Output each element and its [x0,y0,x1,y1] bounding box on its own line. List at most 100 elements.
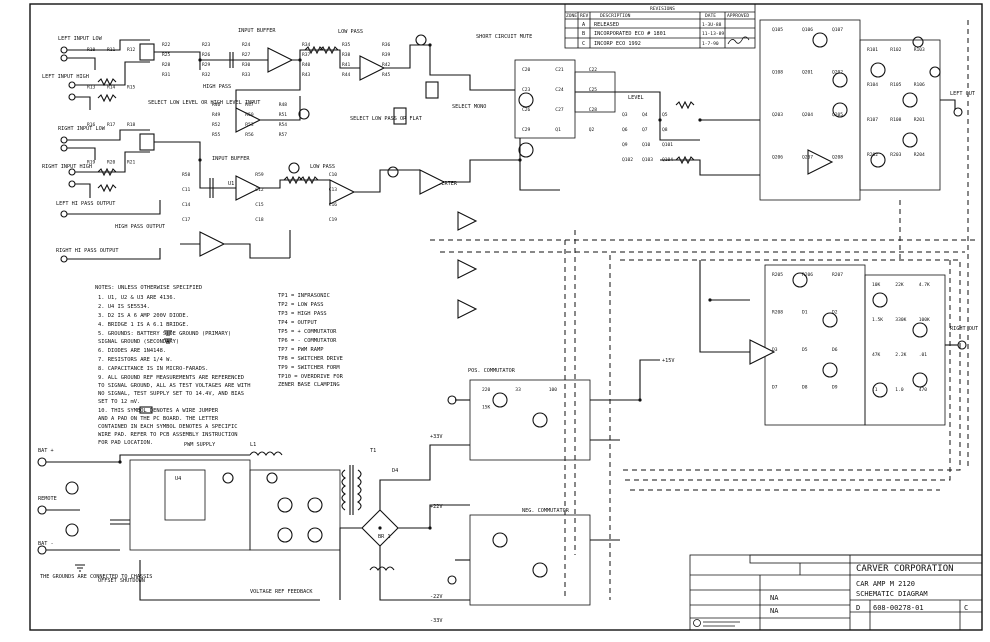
jack-left-low-2 [60,54,68,62]
tp-legend-10: TP10 = OVERDRIVE FOR [278,374,344,380]
tp-legend-4: TP4 = OUTPUT [278,320,318,326]
component-designator: D1 [802,310,808,316]
opamp-buffer-top [267,47,294,73]
component-designator: R205 [772,272,783,278]
component-designator: C26 [522,107,531,113]
label-right-hi-pass-out: RIGHT HI PASS OUTPUT [56,248,118,254]
company-name: CARVER CORPORATION [856,564,954,574]
component-designator: R56 [245,132,254,138]
label-bat-plus: BAT + [38,448,54,454]
component-designator: R37 [302,52,311,58]
test-point-tp3 [298,108,310,120]
rev-c-date: 1-7-90 [702,41,719,47]
opamp-spare-1 [457,211,478,231]
neg-commutator-section: NEG. COMMUTATOR +22V -22V +33V -33V [430,434,620,624]
opamp-spare-2 [457,259,478,279]
drawing-size: D [856,604,860,612]
component-designator: R23 [202,42,211,48]
label-select-low-pass: SELECT LOW PASS OR FLAT [350,116,422,122]
label-plus15v: +15V [662,358,675,364]
test-point-tp10 [266,472,278,484]
component-designator: R47 [245,102,254,108]
component-designator: Q103 [642,157,653,163]
left-out-terminal [953,107,963,117]
component-designator: D5 [802,347,808,353]
jack-left-high-2 [68,93,76,101]
note-4: 4. BRIDGE 1 IS A 6.1 BRIDGE. [98,322,189,328]
component-designator: 10K [872,282,881,288]
component-designator: C11 [182,187,191,193]
label-br1: BR 1 [378,534,391,540]
opamp-inverter [419,169,446,195]
tp-legend-3: TP3 = HIGH PASS [278,311,327,317]
component-designator: Q1 [555,127,561,133]
jack-right-hp-out [60,255,68,263]
component-designator: .1 [872,387,878,393]
label-bat-minus: BAT - [38,541,54,547]
rev-b-desc: INCORPORATED ECO # 1801 [594,31,666,37]
label-right-input-low: RIGHT INPUT LOW [58,126,106,132]
title-line-2: SCHEMATIC DIAGRAM [856,590,928,598]
remote-terminal [37,505,47,515]
component-designator: R10 [87,47,96,53]
transistor-q207 [912,372,928,388]
component-designator: R208 [772,310,783,316]
component-designator: R30 [242,62,251,68]
label-u4: U4 [175,476,181,482]
label-offset-shutdown: OFFSET SHUTDOWN [98,578,145,584]
opamp-spare-3 [457,299,478,319]
component-designator: C21 [555,67,564,73]
opamp-lowpass-mid [329,179,356,205]
component-designator: Q205 [832,112,843,118]
rev-b-letter: B [582,31,585,37]
transistor-q203 [822,362,838,378]
component-designator: Q203 [772,112,783,118]
component-designator: R26 [202,52,211,58]
inductor-l1 [249,451,283,456]
label-minus22v: -22V [430,594,443,600]
right-output-stage: RIGHT OUT [699,260,978,426]
rev-col-approved: APPROVED [727,13,749,19]
label-right-out: RIGHT OUT [950,326,978,332]
transformer-primary [341,469,346,511]
revision-block: REVISIONS ZONE REV DESCRIPTION DATE APPR… [564,3,756,49]
component-designator: 2.2K [895,352,906,358]
right-out-terminal [957,340,967,350]
note-10e: FOR PAD LOCATION. [98,440,153,446]
label-d4: D4 [392,468,398,474]
scale-value-2: NA [770,607,779,615]
component-designator: R25 [162,52,171,58]
component-designator: C29 [522,127,531,133]
component-designator: Q8 [662,127,668,133]
label-u1: U1 [228,181,234,187]
component-designator: R46 [212,102,221,108]
title-block: CARVER CORPORATION CAR AMP M 2120 SCHEMA… [689,554,983,631]
label-l1: L1 [250,442,256,448]
component-designator: Q5 [662,112,668,118]
transistor-q21 [518,92,534,108]
component-designator: Q2 [589,127,595,133]
note-5b: SIGNAL GROUND (SECONDARY) [98,339,179,345]
component-designator: Q105 [772,27,783,33]
component-designator: Q108 [772,70,783,76]
tp-legend-7: TP7 = PWM RAMP [278,347,323,353]
component-designator: C28 [589,107,598,113]
component-designator: R16 [87,122,96,128]
component-designator: 47K [872,352,881,358]
bat-plus-terminal [37,457,47,467]
note-10b: AND A PAD ON THE PC BOARD. THE LETTER [98,416,219,422]
component-designator: 220 [482,387,491,393]
component-designator: C27 [555,107,564,113]
component-designator: Q3 [622,112,628,118]
component-designator: R15 [127,85,136,91]
component-designator: Q204 [802,112,813,118]
component-designator: D2 [832,310,838,316]
component-designator: D3 [772,347,778,353]
component-designator: R49 [212,112,221,118]
jack-right-low-1 [60,136,68,144]
component-designator: R38 [342,52,351,58]
transistor-q8 [532,412,548,428]
label-minus33v: -33V [430,618,443,624]
component-designator: R11 [107,47,116,53]
